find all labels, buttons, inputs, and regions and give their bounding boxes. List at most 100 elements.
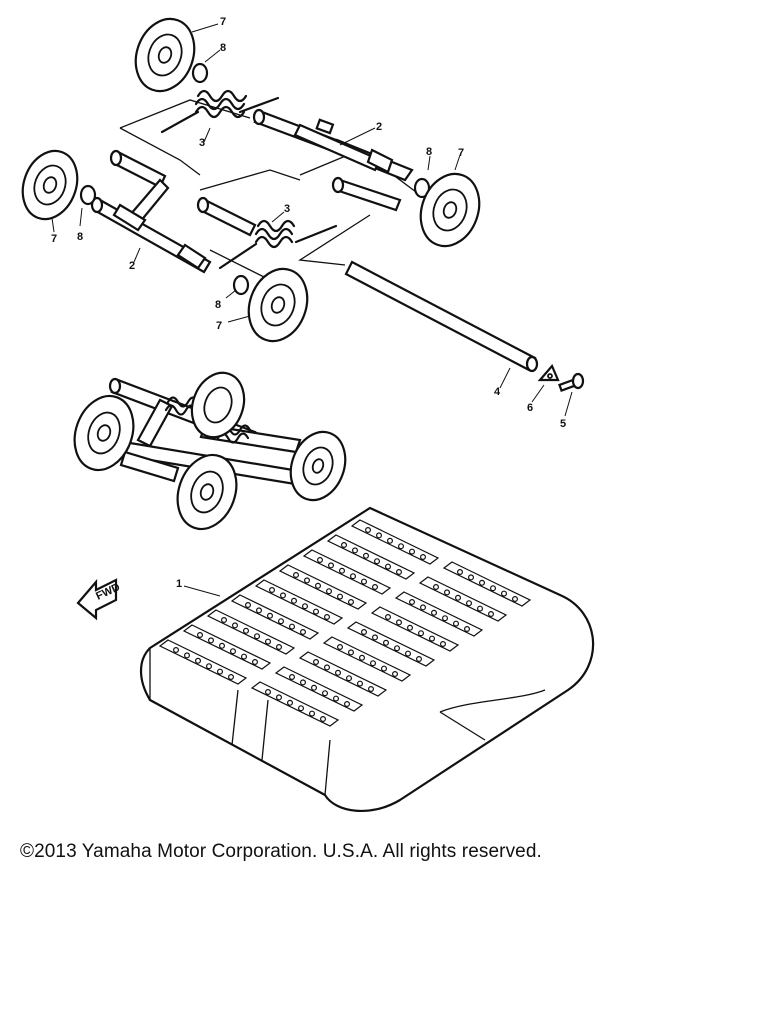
callout-frame-lower: 2 (129, 260, 135, 272)
tread-lug (182, 624, 272, 670)
assembly-guide-lines (119, 99, 421, 281)
tread-stud (335, 669, 342, 676)
tread-stud (381, 665, 388, 672)
tread-stud (359, 654, 366, 661)
tread-stud (245, 601, 252, 608)
tread-stud (276, 643, 283, 650)
tread-lug (158, 639, 248, 685)
callout-wheel-top: 7 (220, 16, 226, 28)
collar-bottom (232, 274, 250, 296)
tread-stud (374, 558, 381, 565)
tread-stud (208, 637, 215, 644)
tread-stud (228, 673, 235, 680)
tread-stud (293, 571, 300, 578)
tread-stud (372, 583, 379, 590)
tread-stud (241, 653, 248, 660)
tread-stud (429, 635, 436, 642)
tread-stud (455, 594, 462, 601)
tread-lug (250, 681, 340, 727)
spring-upper (160, 89, 280, 134)
assembled-wheel-front-right (289, 430, 347, 502)
tread-stud (317, 556, 324, 563)
tread-stud (173, 646, 180, 653)
callout-bolt: 5 (560, 418, 566, 430)
tread-stud (184, 652, 191, 659)
tread-stud (341, 541, 348, 548)
bolt (558, 372, 585, 392)
tread-stud (479, 579, 486, 586)
assembled-wheel-rear-left (73, 394, 135, 472)
tread-stud (396, 619, 403, 626)
tread-stud (346, 675, 353, 682)
assembled-wheel-front-left (176, 453, 238, 531)
tread-stud (387, 537, 394, 544)
callout-frame-upper: 2 (376, 121, 382, 133)
tread-stud (368, 685, 375, 692)
tread-stud (442, 615, 449, 622)
tread-stud (357, 680, 364, 687)
tread-stud (431, 609, 438, 616)
callout-labels: 7 8 3 2 8 7 7 8 2 3 8 7 4 6 5 1 (51, 16, 566, 590)
tread-stud (372, 634, 379, 641)
tread-stud (444, 589, 451, 596)
tread-lug (274, 666, 364, 712)
copyright-notice: ©2013 Yamaha Motor Corporation. U.S.A. A… (20, 841, 542, 862)
collar-top (191, 62, 209, 84)
tread-lug (346, 621, 436, 667)
callout-leaders (51, 23, 573, 597)
callout-shaft: 4 (494, 386, 501, 398)
tread-stud (468, 574, 475, 581)
tread-stud (363, 552, 370, 559)
track-belt (139, 506, 594, 813)
tread-stud (511, 595, 518, 602)
tread-stud (440, 640, 447, 647)
wheel-top (134, 17, 196, 93)
tread-stud (289, 623, 296, 630)
tread-lug (254, 579, 344, 625)
tread-stud (394, 645, 401, 652)
callout-collar-bottom: 8 (215, 299, 221, 311)
tread-stud (232, 622, 239, 629)
callout-collar-left: 8 (77, 231, 83, 243)
tread-stud (466, 600, 473, 607)
tread-lug (206, 609, 296, 655)
tread-stud (477, 605, 484, 612)
tread-stud (333, 695, 340, 702)
tread-stud (339, 567, 346, 574)
tread-stud (265, 688, 272, 695)
collar-left (79, 184, 97, 206)
tread-stud (490, 585, 497, 592)
tread-stud (383, 639, 390, 646)
tread-stud (326, 588, 333, 595)
tread-lug (350, 519, 440, 565)
tread-stud (304, 577, 311, 584)
tread-stud (300, 628, 307, 635)
tread-stud (348, 649, 355, 656)
tread-stud (396, 568, 403, 575)
tread-stud (267, 612, 274, 619)
tread-stud (313, 658, 320, 665)
tread-lug (370, 606, 460, 652)
tread-stud (322, 690, 329, 697)
tread-stud (313, 608, 320, 615)
tread-lug (394, 591, 484, 637)
tread-stud (420, 604, 427, 611)
tread-stud (256, 607, 263, 614)
tread-stud (350, 573, 357, 580)
tread-stud (217, 668, 224, 675)
callout-washer: 6 (527, 402, 533, 414)
tread-stud (348, 598, 355, 605)
tread-lug (298, 651, 388, 697)
tread-stud (302, 603, 309, 610)
assembled-wheel-rear-right (190, 371, 246, 439)
tread-lug (230, 594, 320, 640)
callout-collar-top: 8 (220, 42, 226, 54)
tread-stud (409, 548, 416, 555)
tread-stud (197, 631, 204, 638)
tread-stud (324, 613, 331, 620)
tread-stud (409, 598, 416, 605)
tread-stud (453, 620, 460, 627)
tread-stud (195, 657, 202, 664)
tread-stud (221, 616, 228, 623)
callout-spring-upper: 3 (199, 137, 205, 149)
